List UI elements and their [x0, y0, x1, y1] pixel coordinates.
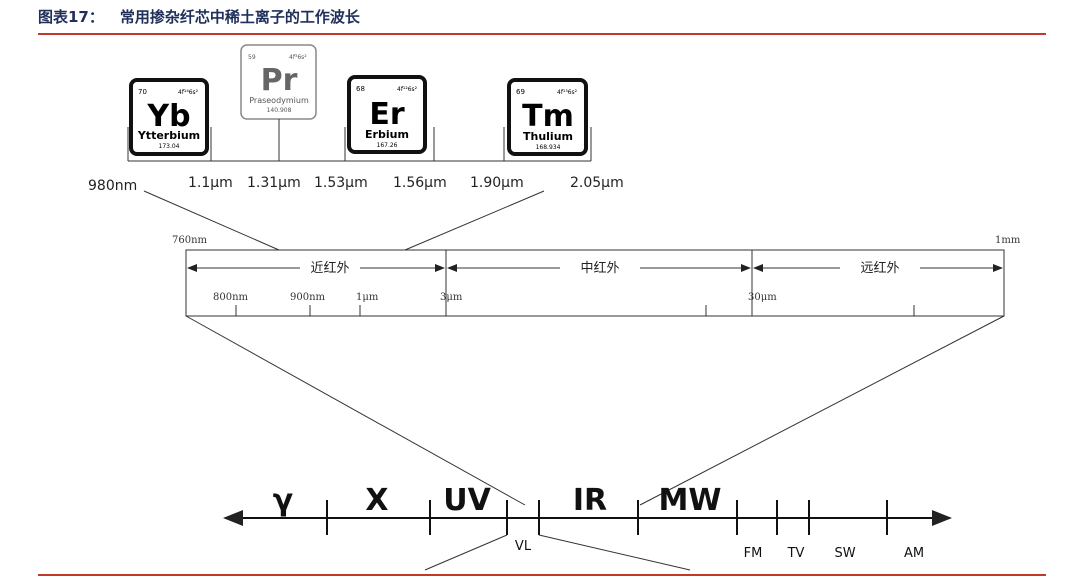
er-mass: 167.26: [377, 142, 398, 149]
label-sw: SW: [834, 546, 855, 561]
ir-scale: 760nm 1mm 近红外 中红外 远红外 800nm 900nm 1μm 3μ…: [172, 235, 1021, 317]
yb-name: Ytterbium: [137, 129, 200, 142]
bottom-divider: [38, 574, 1046, 576]
er-number: 68: [356, 85, 365, 93]
band-mw: MW: [659, 483, 722, 518]
wavelength-label: 1.53μm: [314, 175, 368, 191]
band-ir: IR: [573, 483, 607, 518]
wavelength-label: 980nm: [88, 178, 137, 194]
yb-mass: 173.04: [159, 143, 180, 150]
pr-number: 59: [248, 54, 256, 61]
wavelength-label: 1.90μm: [470, 175, 524, 191]
er-config: 4f¹²6s²: [397, 86, 418, 93]
tm-name: Thulium: [523, 130, 573, 143]
near-ir-label: 近红外: [310, 260, 349, 276]
element-tile-er: 68 4f¹²6s² Er Erbium 167.26: [347, 75, 427, 154]
figure-number: 图表17：: [38, 8, 104, 26]
tm-symbol: Tm: [522, 99, 574, 134]
wavelength-label: 1.1μm: [188, 175, 233, 191]
tm-number: 69: [516, 88, 525, 96]
er-symbol: Er: [369, 97, 404, 132]
element-tile-tm: 69 4f¹³6s² Tm Thulium 168.934: [507, 78, 588, 156]
yb-config: 4f¹⁴6s²: [178, 89, 199, 96]
band-x: X: [365, 483, 388, 518]
pr-name: Praseodymium: [249, 96, 309, 105]
ir-start-label: 760nm: [172, 235, 208, 246]
ir-tick-label: 3μm: [440, 292, 463, 303]
element-tile-pr: 59 4f³6s² Pr Praseodymium 140.908: [240, 44, 317, 120]
label-tv: TV: [787, 546, 805, 561]
ir-tick-label: 800nm: [213, 292, 249, 303]
zoom-connector: [404, 190, 545, 251]
wavelength-bracket: [127, 119, 592, 162]
ir-tick-label: 1μm: [356, 292, 379, 303]
label-vl: VL: [515, 539, 532, 554]
pr-mass: 140.908: [267, 107, 292, 114]
top-divider: [38, 33, 1046, 35]
yb-symbol: Yb: [146, 99, 190, 134]
em-spectrum: γ X UV IR MW VL FM TV SW AM: [223, 483, 952, 571]
label-am: AM: [904, 546, 924, 561]
mid-ir-label: 中红外: [580, 260, 619, 276]
pr-symbol: Pr: [261, 63, 298, 98]
wavelength-label: 1.31μm: [247, 175, 301, 191]
wavelength-label: 2.05μm: [570, 175, 624, 191]
er-name: Erbium: [365, 128, 409, 141]
element-tile-yb: 70 4f¹⁴6s² Yb Ytterbium 173.04: [129, 78, 209, 156]
zoom-connector: [143, 190, 280, 251]
ir-tick-label: 900nm: [290, 292, 326, 303]
yb-number: 70: [138, 88, 147, 96]
wavelength-label: 1.56μm: [393, 175, 447, 191]
ir-tick-label: 30μm: [748, 292, 777, 303]
zoom-connector: [185, 315, 526, 506]
zoom-connector: [639, 315, 1005, 506]
tm-config: 4f¹³6s²: [557, 89, 578, 96]
tm-mass: 168.934: [536, 144, 561, 151]
band-gamma: γ: [273, 483, 293, 518]
far-ir-label: 远红外: [860, 260, 899, 276]
ir-end-label: 1mm: [995, 235, 1021, 246]
figure-title: 图表17： 常用掺杂纤芯中稀土离子的工作波长: [38, 6, 360, 27]
label-fm: FM: [744, 546, 763, 561]
band-uv: UV: [443, 483, 491, 518]
pr-config: 4f³6s²: [289, 54, 307, 61]
figure-caption: 常用掺杂纤芯中稀土离子的工作波长: [119, 8, 360, 26]
